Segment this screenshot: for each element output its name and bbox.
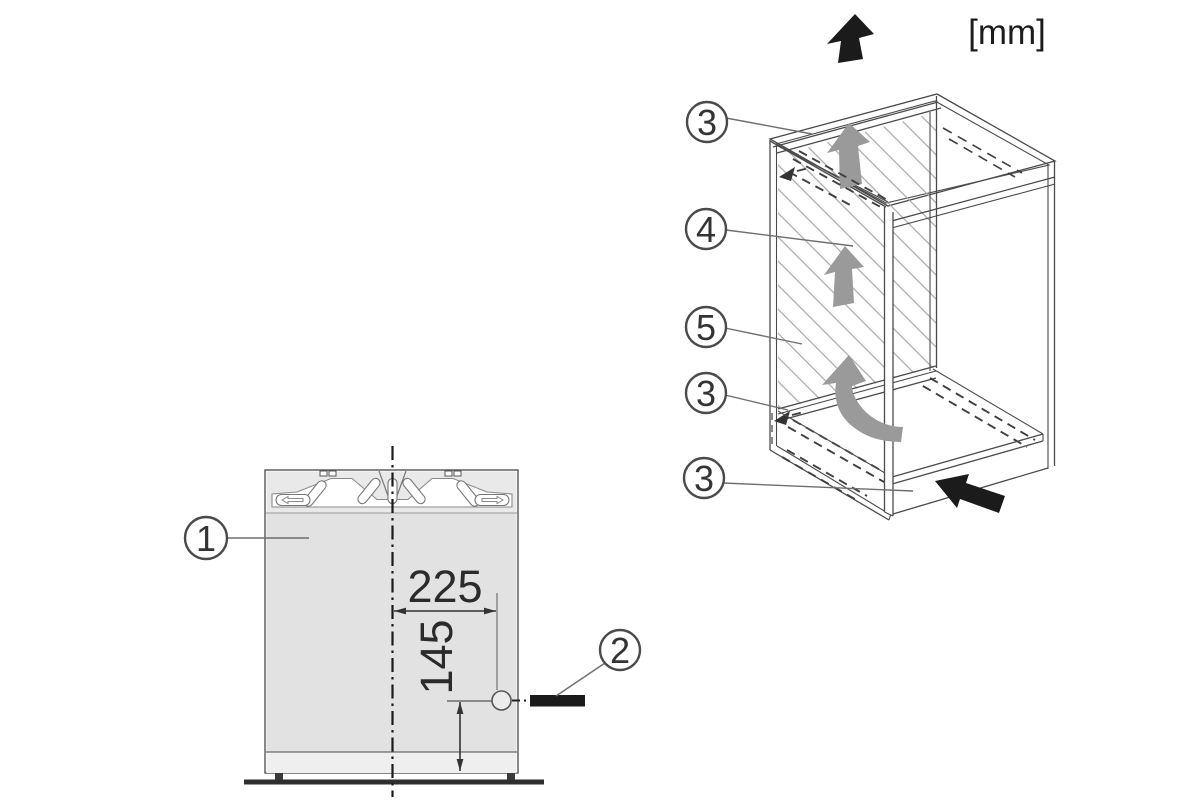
floor-line: [244, 779, 544, 785]
unit-label: [mm]: [968, 13, 1046, 52]
angled-slot-3: [402, 477, 426, 505]
callout-1-label: 1: [196, 518, 216, 559]
dimension-horizontal-value: 225: [407, 561, 482, 612]
clip-marker-top: [779, 167, 810, 181]
front-right-post: [883, 207, 894, 517]
push-in-arrow-icon: [935, 474, 1005, 513]
callout-1: 1: [183, 515, 309, 561]
lift-direction-up-arrow-icon: [827, 14, 874, 63]
niche-floor: [777, 368, 1044, 485]
slide-up-arrow-middle-icon: [824, 246, 864, 307]
slide-up-arrow-top-icon: [827, 123, 870, 189]
angled-slot-2: [357, 477, 381, 505]
clip-marker-bottom: [774, 411, 805, 425]
fixing-bracket: [530, 695, 585, 707]
callout-3-top-label: 3: [697, 102, 717, 143]
panel-lower-section: [769, 413, 894, 521]
callout-4: 4: [684, 207, 854, 251]
keyhole-slot-right: [474, 493, 510, 507]
callout-5-label: 5: [696, 307, 716, 348]
callout-3-middle: 3: [684, 371, 789, 415]
callout-3-top: 3: [685, 100, 813, 144]
top-rail: [772, 101, 942, 154]
dimension-vertical: 145: [411, 619, 492, 771]
callout-3-bottom-label: 3: [694, 458, 714, 499]
callout-2-label: 2: [610, 630, 630, 671]
opening-top-edge: [769, 140, 889, 208]
back-stile: [929, 96, 938, 371]
callout-5: 5: [684, 305, 803, 349]
drill-hole: [491, 690, 512, 711]
right-side-frame: [887, 161, 1056, 515]
niche-view: 3 4 5 3 3: [682, 14, 1057, 521]
callout-4-label: 4: [696, 209, 716, 250]
bottom-rail: [777, 365, 937, 422]
dimension-horizontal: 225: [394, 561, 498, 690]
mounting-strip: [266, 470, 517, 514]
panel-view: 225 145 1 2: [183, 446, 642, 797]
plinth-strip: [266, 752, 517, 773]
keyhole-slot-left: [275, 493, 311, 507]
strip-tick-marks: [319, 470, 462, 477]
appliance-feet: [275, 773, 515, 782]
callout-3-middle-label: 3: [696, 373, 716, 414]
swing-up-arrow-icon: [822, 355, 903, 442]
left-stile: [769, 140, 778, 450]
callout-2: 2: [555, 628, 642, 697]
dimension-vertical-value: 145: [411, 619, 462, 694]
callout-3-bottom: 3: [682, 456, 914, 500]
